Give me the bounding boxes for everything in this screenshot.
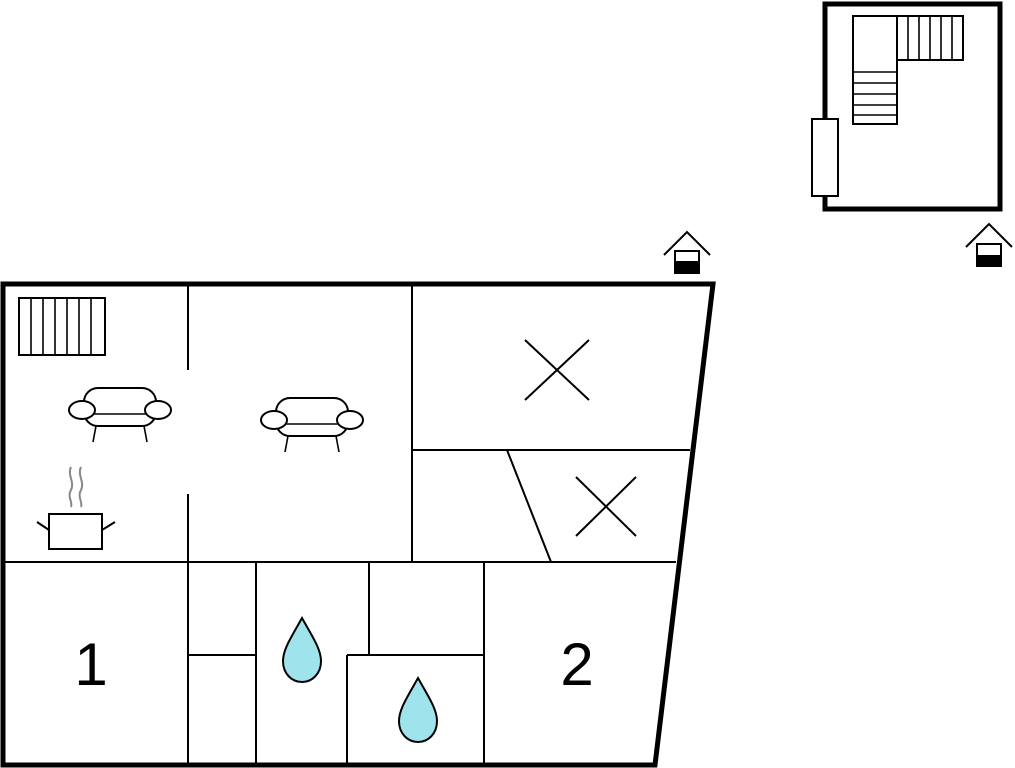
- cross-icon: [575, 476, 637, 537]
- interior-walls: [5, 286, 690, 765]
- ground-floor-plan: 1 2: [0, 230, 716, 768]
- entrance-icon: [663, 230, 711, 274]
- bathroom-drop-icon: [281, 615, 323, 684]
- upper-floor-outline: [822, 1, 1003, 212]
- upper-floor-plan: [811, 1, 1013, 267]
- kitchen-pot-icon: [36, 466, 116, 550]
- cross-icon: [524, 339, 590, 401]
- sofa-icon: [68, 387, 172, 443]
- stairs-icon: [852, 15, 964, 125]
- upper-floor-door: [811, 118, 839, 197]
- stairs-icon: [18, 297, 106, 356]
- ground-floor-outline: [0, 281, 716, 768]
- armchair-icon: [260, 397, 364, 453]
- entrance-icon: [965, 222, 1013, 267]
- bathroom-drop-icon: [397, 675, 439, 744]
- bedroom-2-number: 2: [560, 631, 593, 698]
- bedroom-1-number: 1: [74, 631, 107, 698]
